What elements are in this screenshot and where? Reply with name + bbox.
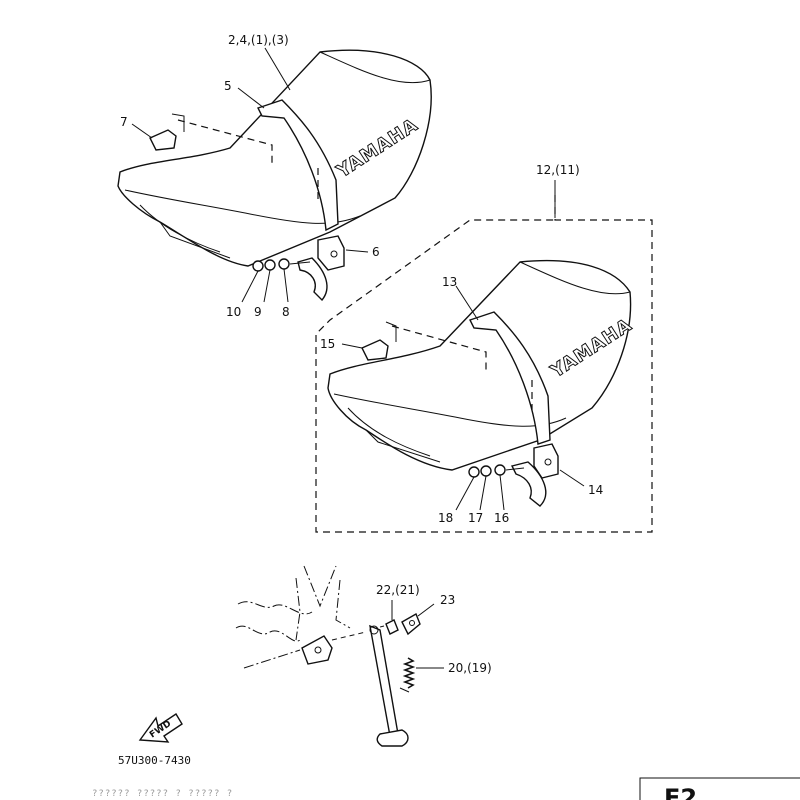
upper-seat-assembly: YAMAHA	[117, 49, 432, 302]
upper-callouts: 2,4,(1),(3) 5 7 6 10 9 8	[120, 33, 380, 319]
washer-10	[252, 260, 264, 272]
washer-9	[264, 259, 276, 271]
label-12-11: 12,(11)	[536, 163, 580, 177]
washer-18	[468, 466, 480, 478]
option-rear-bracket	[533, 443, 559, 479]
label-10: 10	[226, 305, 241, 319]
stand-plate	[401, 612, 421, 636]
sidestand-foot	[376, 729, 409, 747]
fwd-arrow: FWD	[138, 713, 183, 743]
label-14: 14	[588, 483, 603, 497]
page-label-box: F2	[639, 777, 800, 800]
label-16: 16	[494, 511, 509, 525]
footer-faint-text: ?????? ????? ? ????? ?	[92, 789, 233, 799]
stand-bracket	[301, 635, 333, 665]
option-hook	[510, 461, 547, 507]
option-callouts: 12,(11) 13 15 14 18 17 16	[320, 163, 603, 525]
upper-hook	[297, 257, 328, 302]
option-seat-body	[327, 259, 632, 471]
label-5: 5	[224, 79, 232, 93]
upper-seat-body	[117, 49, 432, 267]
option-enclosure	[315, 195, 653, 533]
option-seat-strap	[469, 311, 551, 445]
label-2-4-1-3: 2,4,(1),(3)	[228, 33, 289, 47]
label-13: 13	[442, 275, 457, 289]
label-22-21: 22,(21)	[376, 583, 420, 597]
label-17: 17	[468, 511, 483, 525]
upper-front-bracket	[149, 129, 177, 151]
label-7: 7	[120, 115, 128, 129]
stand-bolt	[385, 619, 399, 635]
stand-spring	[402, 657, 416, 689]
drawing-code: 57U300-7430	[118, 754, 191, 767]
washer-16	[494, 464, 506, 476]
label-18: 18	[438, 511, 453, 525]
label-8: 8	[282, 305, 290, 319]
label-15: 15	[320, 337, 335, 351]
option-front-bracket	[361, 339, 389, 361]
washer-17	[480, 465, 492, 477]
label-9: 9	[254, 305, 262, 319]
upper-seat-strap	[257, 99, 339, 232]
page-label: F2	[664, 784, 697, 800]
sidestand-assembly	[235, 565, 421, 747]
washer-8	[278, 258, 290, 270]
label-6: 6	[372, 245, 380, 259]
option-seat-group: YAMAHA	[315, 180, 653, 533]
sidestand-leg	[369, 624, 399, 737]
label-23: 23	[440, 593, 455, 607]
label-20-19: 20,(19)	[448, 661, 492, 675]
sidestand-callouts: 22,(21) 23 20,(19)	[376, 583, 492, 675]
